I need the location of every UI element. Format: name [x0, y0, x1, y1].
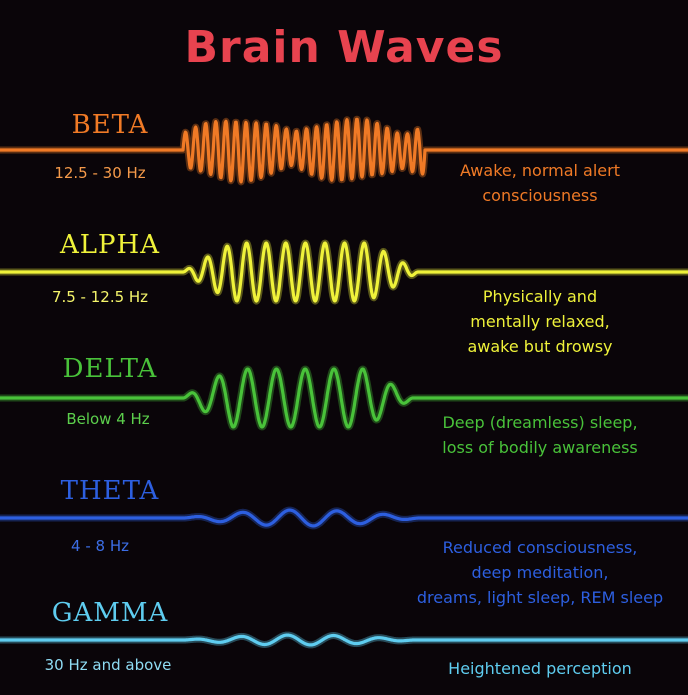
band-description-delta: Deep (dreamless) sleep,loss of bodily aw…	[442, 413, 638, 457]
wave-line-delta	[0, 367, 688, 429]
wave-line-beta	[0, 117, 688, 184]
band-name-theta: THETA	[60, 476, 160, 506]
band-frequency-theta: 4 - 8 Hz	[71, 537, 129, 555]
page-title: Brain Waves	[184, 22, 504, 73]
band-frequency-beta: 12.5 - 30 Hz	[54, 164, 146, 182]
band-frequency-alpha: 7.5 - 12.5 Hz	[51, 288, 149, 306]
wave-line-gamma	[0, 633, 688, 647]
wave-line-theta	[0, 508, 688, 528]
band-frequency-delta: Below 4 Hz	[66, 410, 150, 428]
band-name-beta: BETA	[71, 110, 149, 140]
band-frequency-gamma: 30 Hz and above	[44, 656, 172, 674]
band-description-theta: Reduced consciousness,deep meditation,dr…	[416, 538, 664, 607]
wave-line-alpha	[0, 241, 688, 303]
band-name-delta: DELTA	[62, 354, 158, 384]
band-name-alpha: ALPHA	[60, 230, 160, 260]
band-description-gamma: Heightened perception	[448, 659, 632, 678]
band-name-gamma: GAMMA	[51, 598, 169, 628]
